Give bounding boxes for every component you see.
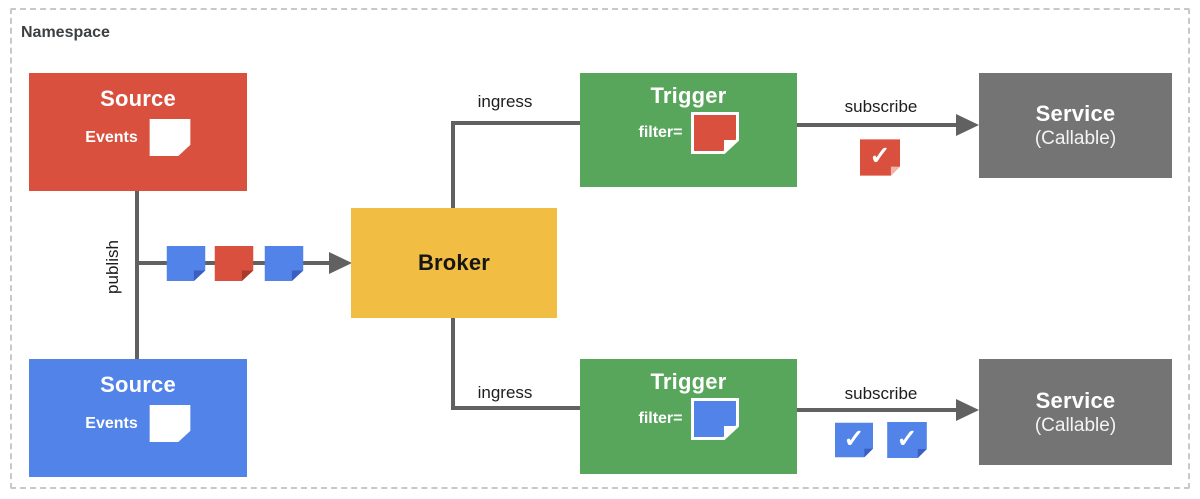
ingress-bottom-label: ingress bbox=[477, 383, 533, 402]
connector-ingress-top bbox=[451, 121, 580, 125]
events-note-icon bbox=[149, 119, 191, 156]
service-node-top: Service (Callable) bbox=[979, 73, 1172, 178]
namespace-boundary bbox=[10, 8, 1190, 489]
event-note-blue-icon bbox=[166, 246, 206, 281]
event-note-blue-icon bbox=[264, 246, 304, 281]
events-row: Events bbox=[85, 119, 191, 156]
subscribe-top-label: subscribe bbox=[844, 97, 918, 116]
publish-label: publish bbox=[103, 240, 122, 294]
connector-broker-down bbox=[451, 318, 455, 410]
check-note-blue-icon: ✓ bbox=[887, 422, 927, 458]
service-node-bottom: Service (Callable) bbox=[979, 359, 1172, 465]
source-title: Source bbox=[100, 372, 176, 397]
checkmark-glyph: ✓ bbox=[869, 142, 891, 170]
trigger-title: Trigger bbox=[650, 83, 727, 108]
filter-note-blue-icon bbox=[690, 398, 739, 440]
service-title: Service bbox=[1035, 387, 1116, 413]
service-title: Service bbox=[1035, 101, 1116, 127]
filter-note-red-icon bbox=[690, 112, 739, 154]
arrowhead-subscribe-top-icon bbox=[956, 114, 979, 136]
events-note-icon bbox=[149, 405, 191, 442]
check-note-red-icon: ✓ bbox=[860, 139, 900, 176]
trigger-node-bottom: Trigger filter= bbox=[580, 359, 797, 474]
arrowhead-publish-icon bbox=[329, 252, 352, 274]
filter-row: filter= bbox=[638, 112, 739, 154]
source-node-red: Source Events bbox=[29, 73, 247, 191]
trigger-node-top: Trigger filter= bbox=[580, 73, 797, 187]
filter-label: filter= bbox=[638, 410, 683, 427]
connector-source-to-source bbox=[135, 178, 139, 360]
ingress-top-label: ingress bbox=[477, 92, 533, 111]
events-row: Events bbox=[85, 405, 191, 442]
events-label: Events bbox=[85, 128, 138, 146]
broker-node: Broker bbox=[351, 208, 557, 318]
filter-row: filter= bbox=[638, 398, 739, 440]
service-subtitle: (Callable) bbox=[1034, 414, 1117, 436]
checkmark-glyph: ✓ bbox=[896, 424, 918, 453]
checkmark-glyph: ✓ bbox=[843, 424, 865, 453]
arrowhead-subscribe-bottom-icon bbox=[956, 399, 979, 421]
event-note-red-icon bbox=[214, 246, 254, 281]
broker-title: Broker bbox=[417, 250, 491, 275]
trigger-title: Trigger bbox=[650, 369, 727, 394]
subscribe-bottom-label: subscribe bbox=[844, 384, 918, 403]
check-note-blue-icon: ✓ bbox=[835, 422, 873, 458]
source-node-blue: Source Events bbox=[29, 359, 247, 477]
namespace-label: Namespace bbox=[21, 24, 110, 41]
source-title: Source bbox=[100, 86, 176, 111]
connector-ingress-bottom bbox=[451, 406, 580, 410]
filter-label: filter= bbox=[638, 124, 683, 141]
connector-subscribe-top bbox=[797, 123, 957, 127]
connector-broker-up bbox=[451, 121, 455, 212]
connector-subscribe-bottom bbox=[797, 408, 957, 412]
service-subtitle: (Callable) bbox=[1034, 128, 1117, 150]
events-label: Events bbox=[85, 414, 138, 432]
